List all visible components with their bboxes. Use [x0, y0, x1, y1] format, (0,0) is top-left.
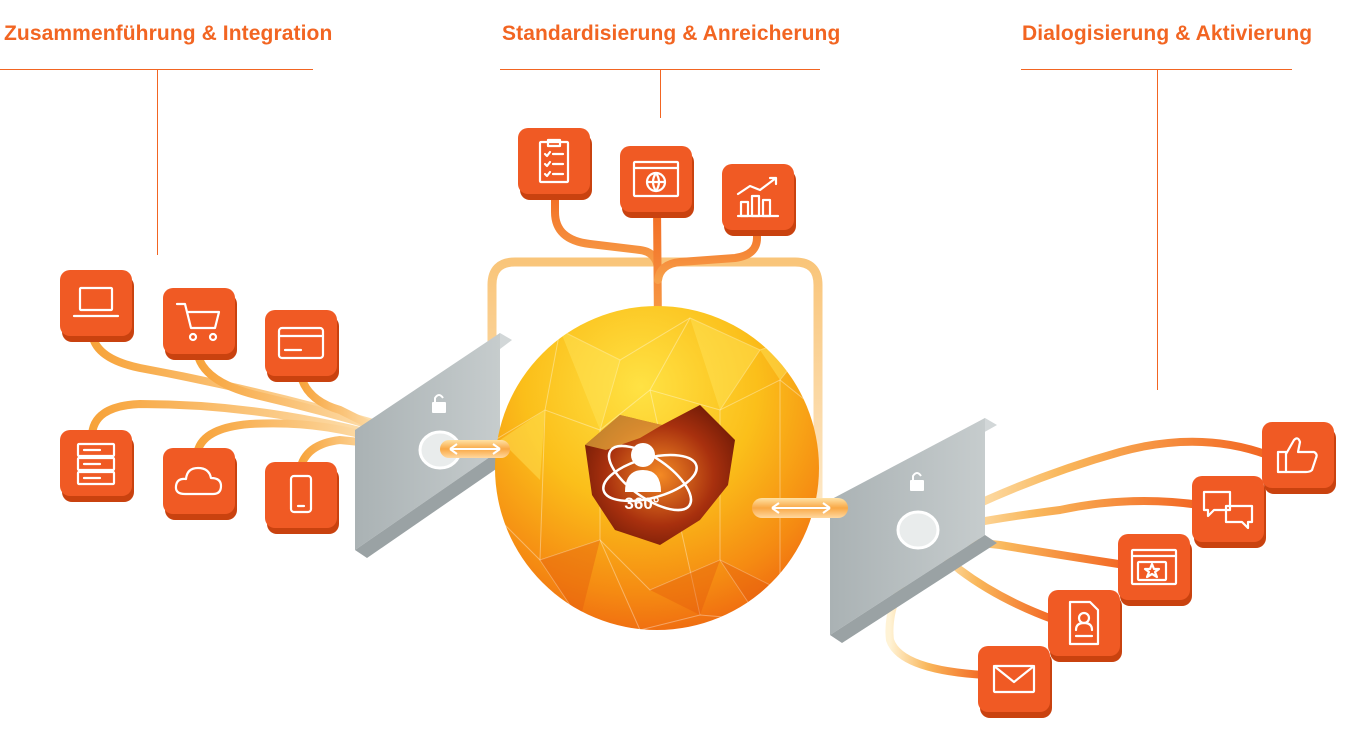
heading-activation-rule — [1021, 69, 1292, 70]
checklist-icon — [538, 138, 570, 184]
checklist-tile — [518, 128, 592, 200]
envelope-tile — [978, 646, 1052, 718]
heading-integration-stem — [157, 70, 158, 255]
document-person-icon — [1068, 600, 1100, 646]
heading-standardization-rule — [500, 69, 820, 70]
envelope-icon — [992, 664, 1036, 694]
lock-icon — [910, 472, 924, 491]
heading-standardization-stem — [660, 70, 661, 118]
credit-card-icon — [277, 326, 325, 360]
chat-bubbles-tile — [1192, 476, 1266, 548]
shopping-cart-tile — [163, 288, 237, 360]
heading-integration-rule — [0, 69, 313, 70]
bar-chart-trend-icon — [736, 176, 780, 218]
thumbs-up-icon — [1276, 437, 1318, 474]
laptop-tile — [60, 270, 134, 342]
browser-star-tile — [1118, 534, 1192, 606]
bar-chart-tile — [722, 164, 796, 236]
thumbs-up-tile — [1262, 422, 1336, 494]
browser-globe-icon — [632, 160, 680, 198]
left-tube — [440, 440, 510, 458]
cloud-tile — [163, 448, 237, 520]
credit-card-tile — [265, 310, 339, 382]
left-gateway-panel — [355, 333, 512, 558]
heading-standardization: Standardisierung & Anreicherung — [502, 22, 841, 45]
bidirectional-arrow-icon — [449, 443, 501, 455]
document-person-tile — [1048, 590, 1122, 662]
heading-activation-stem — [1157, 70, 1158, 390]
shopping-cart-icon — [175, 302, 221, 342]
smartphone-icon — [289, 474, 313, 514]
lock-icon — [432, 394, 446, 413]
smartphone-tile — [265, 462, 339, 534]
right-tube — [752, 498, 848, 518]
sphere-label: 360° — [624, 494, 659, 513]
browser-globe-tile — [620, 146, 694, 218]
server-list-tile — [60, 430, 134, 502]
right-gateway-panel — [830, 418, 997, 643]
heading-integration: Zusammenführung & Integration — [4, 22, 333, 45]
heading-activation: Dialogisierung & Aktivierung — [1022, 22, 1313, 45]
bidirectional-arrow-icon — [771, 502, 831, 514]
customer-360-symbol: 360° — [602, 443, 698, 513]
cloud-icon — [174, 466, 223, 496]
browser-star-icon — [1130, 548, 1178, 586]
chat-bubbles-icon — [1202, 490, 1254, 530]
data-sphere — [495, 306, 819, 630]
laptop-icon — [72, 286, 120, 318]
server-list-icon — [76, 442, 116, 486]
